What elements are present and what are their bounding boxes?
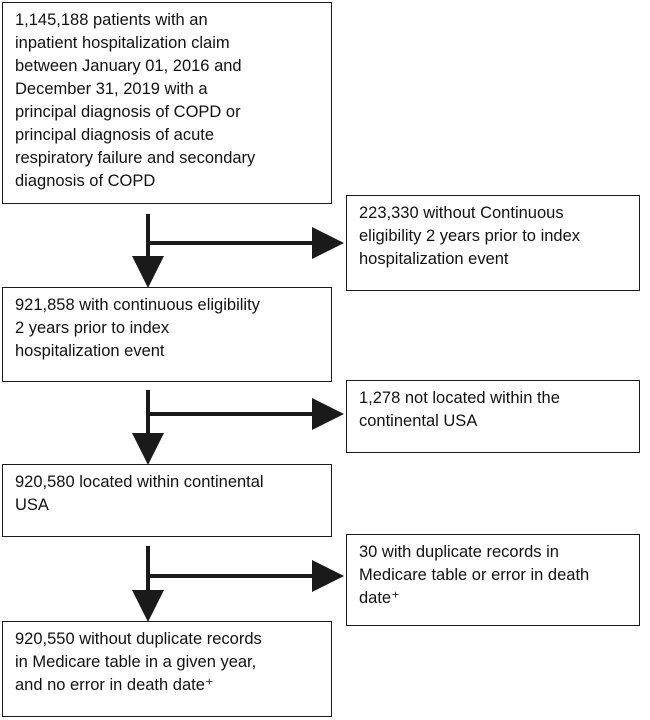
exclusion-box-outside-usa: 1,278 not located within the continental…	[346, 380, 640, 453]
step-box-initial-cohort: 1,145,188 patients with an inpatient hos…	[2, 2, 332, 204]
exclusion-box-no-eligibility: 223,330 without Continuous eligibility 2…	[346, 195, 640, 291]
step-box-final-cohort: 920,550 without duplicate records in Med…	[2, 621, 332, 717]
exclusion-box-duplicates: 30 with duplicate records in Medicare ta…	[346, 534, 640, 626]
step-box-continental-usa: 920,580 located within continental USA	[2, 464, 332, 537]
step-box-continuous-eligibility: 921,858 with continuous eligibility 2 ye…	[2, 287, 332, 382]
